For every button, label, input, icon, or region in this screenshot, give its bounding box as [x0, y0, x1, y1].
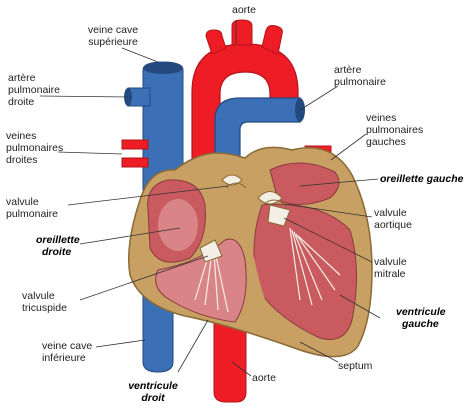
label-aorte-bottom: aorte: [252, 372, 276, 384]
pulmonary-valve: [221, 174, 243, 186]
aortic-branch-2: [231, 19, 253, 46]
mitral-valve: [267, 204, 291, 227]
superior-vena-cava-opening: [143, 62, 183, 74]
label-aorte-top: aorte: [232, 4, 256, 16]
aortic-branch-1: [205, 29, 227, 55]
label-septum: septum: [338, 360, 373, 372]
aortic-branch-3: [261, 25, 283, 55]
leader-lines: [39, 20, 381, 377]
chordae-tendineae: [194, 227, 341, 313]
label-oreillette-gauche: oreillette gauche: [380, 173, 464, 185]
right-pulmonary-vein-upper: [121, 139, 149, 150]
right-pulmonary-vein-lower: [121, 157, 149, 168]
left-atrium: [269, 162, 340, 205]
inferior-vena-cava: [142, 289, 174, 373]
septum: [242, 224, 302, 343]
